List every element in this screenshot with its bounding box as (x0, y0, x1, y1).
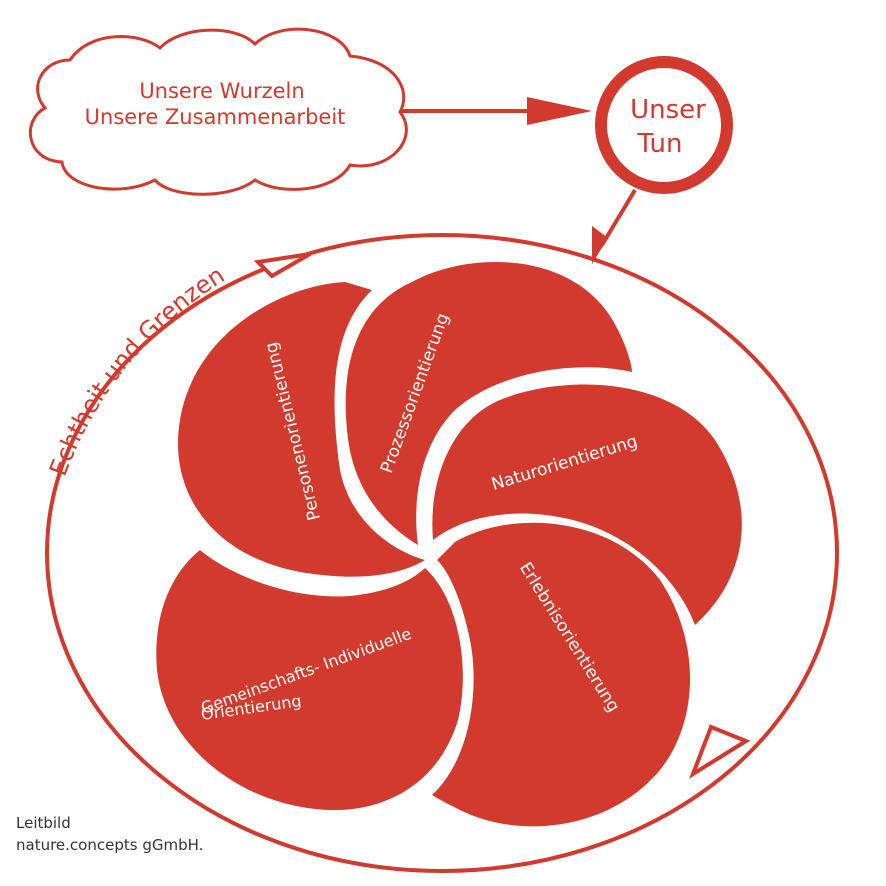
cloud-text-line2: Unsere Zusammenarbeit (85, 105, 346, 129)
footer-line2: nature.concepts gGmbH. (16, 836, 204, 854)
petal-person-shape (177, 282, 425, 577)
petal-gemeinschaft-shape (156, 550, 463, 811)
cloud-shape (29, 27, 408, 196)
circle-text-line1: Unser (630, 95, 706, 125)
footer-line1: Leitbild (16, 814, 71, 832)
outer-ring (45, 233, 839, 873)
petal-gemeinschaftsorientierung: Gemeinschafts- Individuelle Orientierung (156, 550, 463, 811)
cloud-node: Unsere Wurzeln Unsere Zusammenarbeit (29, 27, 408, 196)
petal-prozess-shape (345, 262, 632, 545)
footer: Leitbild nature.concepts gGmbH. (16, 812, 203, 856)
ring-arrowhead-right (689, 724, 751, 779)
arrow-cloud-to-circle (400, 97, 592, 125)
ring-arrowhead-top (253, 252, 312, 279)
petal-personenorientierung: Personenorientierung (177, 282, 425, 577)
circle-node-shape (595, 56, 733, 194)
circle-node: Unser Tun (595, 56, 733, 194)
petal-prozessorientierung: Prozessorientierung (345, 262, 632, 545)
petal-erlebnisorientierung: Erlebnisorientierung (432, 522, 690, 827)
circle-text-line2: Tun (637, 129, 683, 159)
petal-natur-shape (432, 384, 742, 625)
arrow-circle-to-ring (592, 188, 637, 264)
petal-erlebnis-shape (432, 522, 690, 827)
cloud-text-line1: Unsere Wurzeln (139, 79, 304, 103)
petal-naturorientierung: Naturorientierung (432, 384, 742, 625)
